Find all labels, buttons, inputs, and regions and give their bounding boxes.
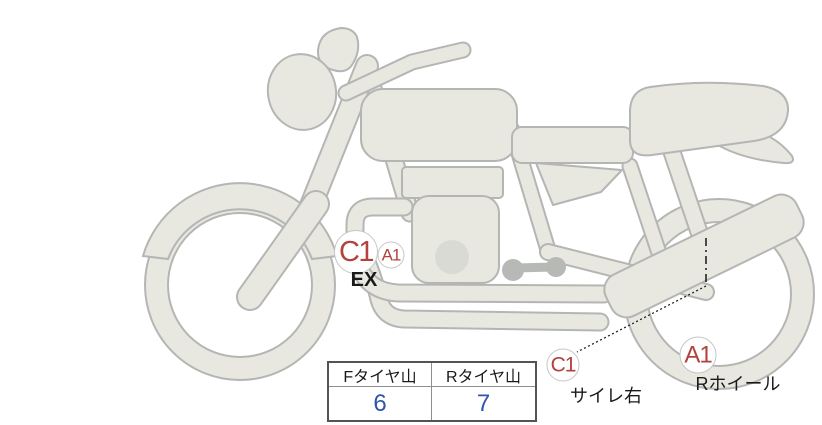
tire-tread-table: Fタイヤ山 Rタイヤ山 6 7 (327, 361, 537, 422)
side-panel (535, 162, 623, 206)
mirror (316, 26, 360, 73)
seat-base (511, 126, 634, 164)
handlebar (337, 41, 472, 102)
seat (629, 81, 790, 157)
marker-silencer-c1: C1 (546, 348, 580, 382)
indicator-lines (576, 238, 707, 353)
marker-exhaust-a1: A1 (377, 241, 405, 269)
front-tire-header: Fタイヤ山 (329, 363, 432, 387)
kick-lever (502, 257, 566, 281)
marker-exhaust-c1: C1 (334, 230, 378, 274)
crankcase-circle (435, 240, 469, 274)
engine (401, 166, 504, 284)
caption-exhaust: EX (350, 269, 378, 291)
silencer (603, 193, 805, 319)
marker-rear-wheel-a1: A1 (679, 336, 717, 374)
caption-silencer-right: サイレ右 (570, 386, 642, 406)
rear-tire-value: 7 (476, 389, 491, 417)
silencer-leader-line (576, 285, 707, 353)
caption-rear-wheel: Rホイール (695, 374, 781, 394)
headlight (266, 53, 338, 131)
rear-tire-header: Rタイヤ山 (432, 363, 535, 387)
fuel-tank (360, 88, 518, 162)
front-tire-value: 6 (329, 387, 432, 420)
